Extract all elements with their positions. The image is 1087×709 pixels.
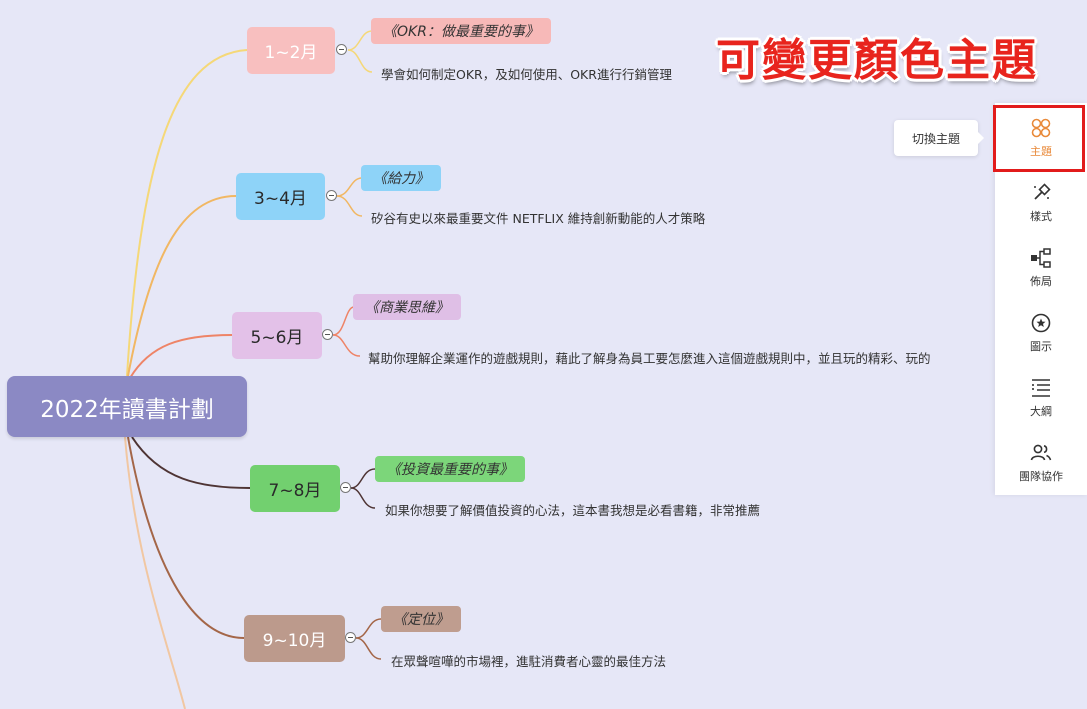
connector-2-book xyxy=(336,177,363,197)
style-brush-icon xyxy=(1034,183,1051,200)
branch-topic-4[interactable]: 7~8月 xyxy=(250,465,340,512)
connector-1-book xyxy=(347,30,373,51)
branch-topic-5[interactable]: 9~10月 xyxy=(244,615,345,662)
book-title-3[interactable]: 《商業思維》 xyxy=(353,294,461,320)
toolbar-label: 大綱 xyxy=(1030,405,1052,418)
connector-4-desc xyxy=(350,487,376,509)
connector-root-2 xyxy=(127,195,237,377)
toolbar-label: 圖示 xyxy=(1030,340,1052,353)
connector-5-desc xyxy=(355,637,382,660)
toolbar-style-button[interactable]: 樣式 xyxy=(995,171,1087,236)
branch-topic-3[interactable]: 5~6月 xyxy=(232,312,322,359)
right-toolbar: 主題 樣式 佈局 圖示 大綱 xyxy=(995,103,1087,495)
connector-2-desc xyxy=(336,195,363,217)
connector-3-book xyxy=(332,306,355,336)
toolbar-label: 團隊協作 xyxy=(1019,470,1063,483)
connector-root-1 xyxy=(126,49,248,377)
connector-root-extra xyxy=(124,436,186,709)
star-circle-icon xyxy=(1031,313,1051,333)
connector-root-5 xyxy=(127,436,245,639)
book-title-1[interactable]: 《OKR：做最重要的事》 xyxy=(371,18,551,44)
theme-banner-caption: 可變更顏色主題 xyxy=(716,35,1038,86)
switch-theme-tooltip: 切換主題 xyxy=(894,120,984,156)
connector-4-book xyxy=(350,468,376,489)
connector-1-desc xyxy=(347,49,373,73)
theme-icon xyxy=(1031,118,1051,138)
collapse-toggle-5[interactable] xyxy=(345,632,356,643)
branch-topic-1[interactable]: 1~2月 xyxy=(247,27,335,74)
collapse-toggle-4[interactable] xyxy=(340,482,351,493)
toolbar-label: 主題 xyxy=(1030,145,1052,158)
toolbar-theme-button[interactable]: 主題 xyxy=(995,106,1087,171)
connector-3-desc xyxy=(332,334,361,357)
collapse-toggle-2[interactable] xyxy=(326,190,337,201)
book-title-4[interactable]: 《投資最重要的事》 xyxy=(375,456,525,482)
book-description-2[interactable]: 矽谷有史以來最重要文件 NETFLIX 維持創新動能的人才策略 xyxy=(371,211,706,226)
toolbar-label: 佈局 xyxy=(1030,275,1052,288)
connector-root-4 xyxy=(131,436,251,489)
layout-icon xyxy=(1031,248,1051,268)
book-description-5[interactable]: 在眾聲喧嘩的市場裡，進駐消費者心靈的最佳方法 xyxy=(391,654,667,669)
book-description-1[interactable]: 學會如何制定OKR，及如何使用、OKR進行行銷管理 xyxy=(381,67,672,82)
toolbar-label: 樣式 xyxy=(1030,210,1052,223)
collapse-toggle-3[interactable] xyxy=(322,329,333,340)
team-users-icon xyxy=(1030,444,1052,461)
toolbar-outline-button[interactable]: 大綱 xyxy=(995,366,1087,431)
book-title-2[interactable]: 《給力》 xyxy=(361,165,441,191)
book-description-3[interactable]: 幫助你理解企業運作的遊戲規則，藉此了解身為員工要怎麼進入這個遊戲規則中，並且玩的… xyxy=(368,351,931,366)
connector-root-3 xyxy=(129,334,233,379)
toolbar-layout-button[interactable]: 佈局 xyxy=(995,236,1087,301)
root-topic[interactable]: 2022年讀書計劃 xyxy=(7,376,247,437)
book-title-5[interactable]: 《定位》 xyxy=(381,606,461,632)
branch-topic-2[interactable]: 3~4月 xyxy=(236,173,325,220)
toolbar-team-button[interactable]: 團隊協作 xyxy=(995,431,1087,496)
connector-5-book xyxy=(355,618,382,639)
outline-list-icon xyxy=(1032,379,1050,397)
collapse-toggle-1[interactable] xyxy=(336,44,347,55)
toolbar-icons-button[interactable]: 圖示 xyxy=(995,301,1087,366)
book-description-4[interactable]: 如果你想要了解價值投資的心法，這本書我想是必看書籍，非常推薦 xyxy=(385,503,761,518)
